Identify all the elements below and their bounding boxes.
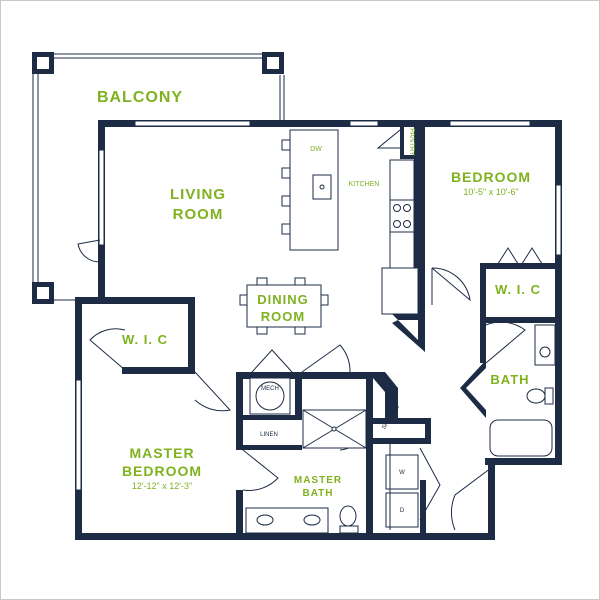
- master-bath-fixtures: [245, 377, 419, 534]
- refrigerator: [381, 267, 419, 315]
- balcony-label: BALCONY: [97, 89, 183, 106]
- wic-left-label: W. I. C: [122, 332, 168, 347]
- kitchen-label: KITCHEN: [349, 181, 380, 188]
- master-bedroom-dimensions: 12'-12" x 12'-3": [132, 481, 192, 491]
- dining-room-label-line1: DINING: [257, 292, 309, 307]
- linen-label: LINEN: [260, 432, 278, 438]
- master-bath-label-line1: MASTER: [294, 475, 342, 486]
- master-bath-label-line2: BATH: [302, 488, 333, 499]
- living-room-label-line2: ROOM: [173, 206, 224, 223]
- bedroom-dimensions: 10'-5" x 10'-6": [463, 187, 518, 197]
- kitchen-fixtures: [281, 129, 419, 315]
- doors: [89, 129, 545, 531]
- dining-table: [239, 277, 329, 335]
- pantry-label: PANTRY: [408, 128, 415, 156]
- master-bedroom-label-line1: MASTER: [129, 445, 194, 461]
- dining-room-label-line2: ROOM: [261, 309, 305, 324]
- bathtub: [489, 419, 553, 457]
- toilet-master: [339, 505, 357, 527]
- dryer-label: D: [400, 508, 405, 514]
- windows: [75, 120, 562, 491]
- living-room-label-line1: LIVING: [170, 186, 226, 203]
- toilet-bath: [526, 388, 546, 404]
- bath-fixtures: [489, 324, 556, 457]
- bath-label: BATH: [490, 372, 529, 387]
- washer: [385, 454, 419, 490]
- master-bedroom-label-line2: BEDROOM: [122, 463, 202, 479]
- mech-label: MECH: [261, 386, 279, 392]
- washer-label: W: [399, 470, 405, 476]
- dryer: [385, 492, 419, 528]
- wic-right-label: W. I. C: [495, 282, 541, 297]
- interior-walls: [80, 127, 562, 538]
- balcony: [32, 52, 285, 304]
- dishwasher-label: DW: [310, 146, 322, 153]
- balcony-door: [77, 239, 101, 263]
- bedroom-label: BEDROOM: [451, 169, 531, 185]
- stove: [389, 199, 415, 233]
